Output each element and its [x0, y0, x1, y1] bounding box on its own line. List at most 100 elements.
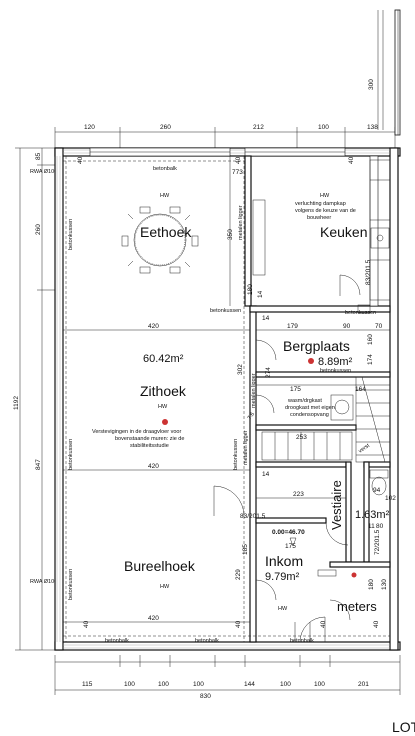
dim-420b: 420 [148, 463, 159, 470]
versteviging-line-1: Verstevigingen in de draagvloer voor [92, 429, 181, 435]
bottom-dim-7: 100 [314, 681, 325, 688]
wasm-line-2: droogkast met eigen [285, 405, 335, 411]
lot-label: LOT [392, 719, 415, 735]
top-dimension-chain: 120 260 212 100 138 300 [54, 9, 401, 148]
wasm-line-3: condensopvang [290, 412, 329, 418]
left-dim-847: 847 [35, 459, 42, 470]
room-keuken: Keuken [320, 224, 367, 240]
room-zithoek: Zithoek [140, 383, 187, 399]
bottom-dim-3: 100 [158, 681, 169, 688]
dim-160: 160 [367, 334, 374, 345]
dim-40-5: 40 [235, 620, 242, 628]
dim-14b: 14 [262, 315, 270, 322]
dampkap-line-3: bouwheer [307, 215, 331, 221]
dim-229: 229 [235, 569, 242, 580]
dim-40-6: 40 [320, 620, 327, 628]
steps-label: 7.6 [247, 411, 256, 421]
washer-icon [330, 394, 354, 421]
entrance-area [294, 569, 337, 642]
dim-223: 223 [293, 491, 304, 498]
hw-label-3: HW [158, 404, 168, 410]
dim-773: 773 [232, 169, 243, 176]
betonkussen-left-2: betonkussen [68, 439, 74, 470]
rwa-label-top: RWA Ø100 [30, 169, 57, 175]
bottom-dim-2: 100 [124, 681, 135, 688]
dim-175a: 175 [290, 386, 301, 393]
stairs-icon [261, 376, 391, 463]
dim-14a: 14 [257, 290, 264, 298]
betonbalk-top: betonbalk [153, 166, 177, 172]
bottom-dim-4: 100 [193, 681, 204, 688]
dim-40-7: 40 [373, 620, 380, 628]
dim-164: 164 [355, 386, 366, 393]
dim-72-201: 72/201.5 [374, 529, 381, 555]
dim-70: 70 [375, 323, 383, 330]
metalen-ligger-3: metalen ligger [243, 430, 249, 465]
betonbalk-bottom-3: betonbalk [290, 638, 314, 644]
hw-label-1: HW [160, 193, 170, 199]
top-right-dim: 300 [368, 79, 375, 90]
dim-420a: 420 [148, 323, 159, 330]
vert-label: verst [358, 443, 372, 455]
left-dim-260: 260 [35, 224, 42, 235]
top-dim-5: 138 [367, 124, 378, 131]
dim-90: 90 [343, 323, 351, 330]
room-bergplaats: Bergplaats [283, 338, 350, 354]
room-eethoek: Eethoek [140, 224, 192, 240]
hw-label-5: HW [278, 606, 288, 612]
level-marker: 0.00=46.70 [272, 529, 305, 536]
bottom-dim-1: 115 [82, 681, 93, 688]
dim-80: 80 [376, 523, 384, 530]
left-dim-1192: 1192 [13, 396, 20, 410]
outer-walls [54, 147, 401, 651]
interior-dimension-lines [63, 156, 390, 623]
betonkussen-berg: betonkussen [320, 368, 351, 374]
fire-extinguisher-icon [308, 358, 314, 364]
living-area: 60.42m² [143, 353, 184, 365]
wasm-line-1: wasm/drgkast [287, 398, 322, 404]
inkom-area: 9.79m² [265, 571, 300, 583]
top-dim-4: 100 [318, 124, 329, 131]
top-dim-2: 260 [160, 124, 171, 131]
bottom-dim-8: 201 [358, 681, 369, 688]
dim-175b: 175 [285, 543, 296, 550]
betonkussen-left: betonkussen [68, 219, 74, 250]
bottom-total-dim: 830 [200, 693, 211, 700]
dim-253: 253 [296, 434, 307, 441]
dim-174: 174 [367, 354, 374, 365]
versteviging-line-3: stabiliteitsstudie [130, 443, 169, 449]
bottom-dim-5: 144 [244, 681, 255, 688]
betonkussen-left-3: betonkussen [68, 569, 74, 600]
dim-180: 180 [247, 284, 254, 295]
wc-area: 1.63m² [355, 509, 390, 521]
dim-83-201-b: 83/201.5 [240, 513, 266, 520]
rwa-label-bottom: RWA Ø100 [30, 579, 57, 585]
room-inkom: Inkom [265, 553, 303, 569]
betonbalk-bottom-2: betonbalk [195, 638, 219, 644]
door-swings [213, 339, 351, 643]
dim-40-1: 40 [77, 156, 84, 164]
beam-lines [63, 156, 390, 642]
room-bureelhoek: Bureelhoek [124, 558, 196, 574]
bottom-dim-6: 100 [280, 681, 291, 688]
dim-11: 11 [368, 523, 375, 530]
dim-40-4: 40 [83, 620, 90, 628]
dim-102: 102 [385, 495, 396, 502]
toilet-icon [369, 469, 389, 496]
room-vestiaire: Vestiaire [329, 480, 344, 530]
inkom-marker-icon [351, 572, 357, 578]
dim-83-201: 83/201.5 [365, 259, 372, 285]
dim-302: 302 [237, 364, 244, 375]
dampkap-line-2: volgens de keuze van de [295, 208, 356, 214]
left-dim-85: 85 [35, 152, 42, 160]
dim-94: 94 [373, 487, 381, 494]
stability-marker-icon [162, 419, 168, 425]
dim-180b: 180 [368, 579, 375, 590]
metalen-ligger-1: metalen ligger [238, 205, 244, 240]
interior-walls [244, 155, 391, 643]
dim-185: 185 [242, 544, 249, 555]
betonkussen-keuken: betonkussen [345, 310, 376, 316]
dim-40-3: 40 [348, 156, 355, 164]
dim-179: 179 [287, 323, 298, 330]
